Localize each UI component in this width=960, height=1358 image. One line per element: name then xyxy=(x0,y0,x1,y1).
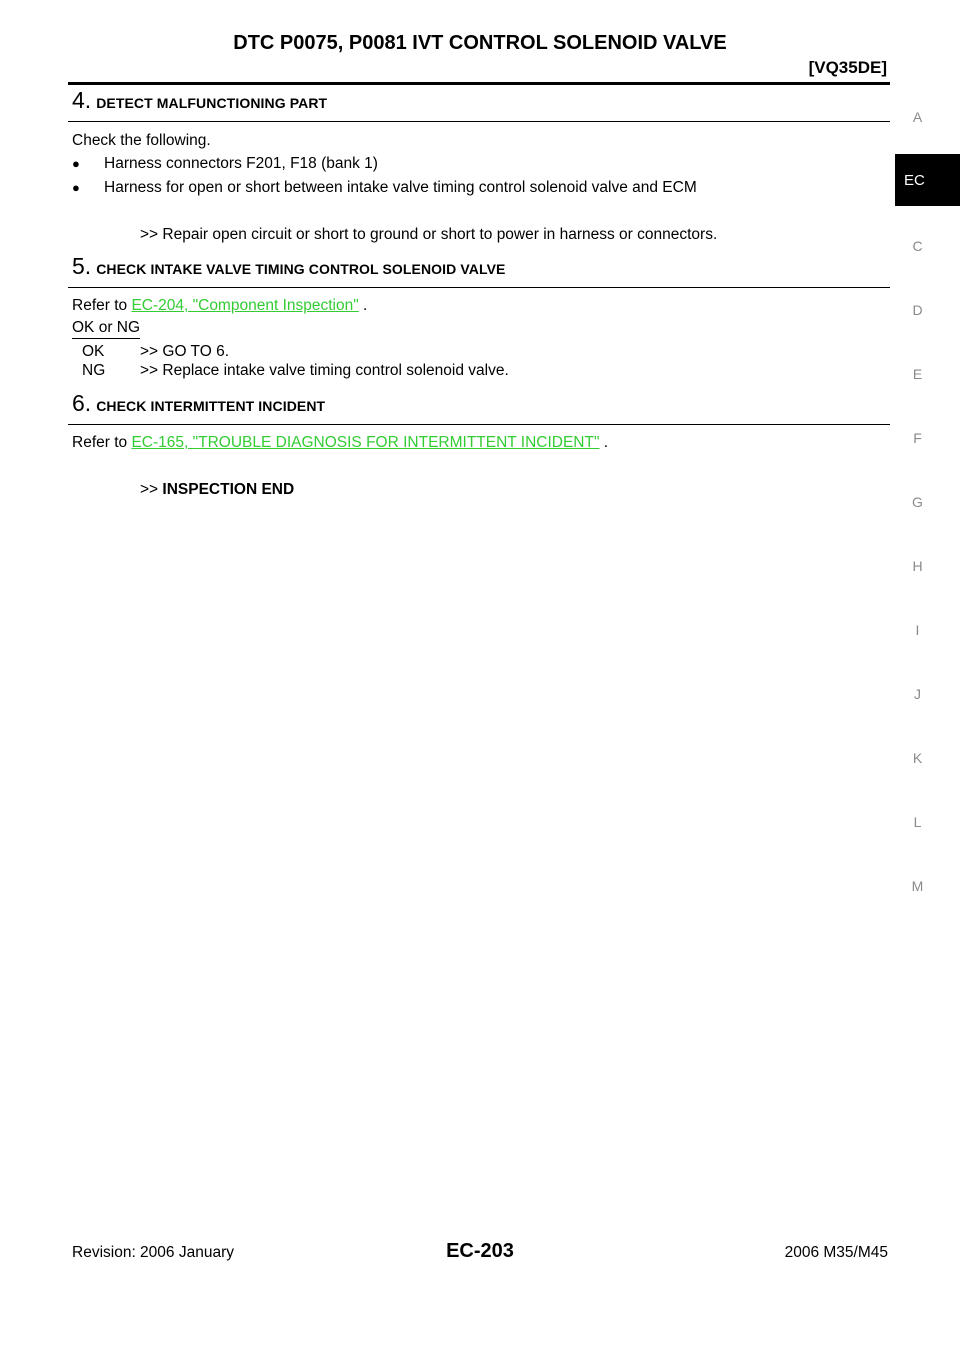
section-index-c[interactable]: C xyxy=(912,238,923,254)
ok-or-ng-label: OK or NG xyxy=(72,319,141,339)
bullet-icon: ● xyxy=(72,180,80,195)
section-index-l[interactable]: L xyxy=(913,814,922,830)
step-5-heading: 5.CHECK INTAKE VALVE TIMING CONTROL SOLE… xyxy=(72,253,505,280)
page-title: DTC P0075, P0081 IVT CONTROL SOLENOID VA… xyxy=(233,32,727,54)
step-4-intro: Check the following. xyxy=(72,132,211,149)
section-index-k[interactable]: K xyxy=(912,750,923,766)
component-inspection-link[interactable]: EC-204, "Component Inspection" xyxy=(131,297,359,314)
ng-label: NG xyxy=(82,362,106,379)
ok-action: >> GO TO 6. xyxy=(140,343,230,360)
section-index-a[interactable]: A xyxy=(912,109,923,125)
step-6-heading: 6.CHECK INTERMITTENT INCIDENT xyxy=(72,390,325,417)
step-title: CHECK INTAKE VALVE TIMING CONTROL SOLENO… xyxy=(96,261,506,277)
step-number: 6. xyxy=(72,390,92,416)
bullet-icon: ● xyxy=(72,156,80,171)
ok-label: OK xyxy=(82,343,105,360)
intermittent-incident-link[interactable]: EC-165, "TROUBLE DIAGNOSIS FOR INTERMITT… xyxy=(131,434,600,451)
inspection-end-label: INSPECTION END xyxy=(162,481,295,498)
list-item: ●Harness connectors F201, F18 (bank 1) xyxy=(72,155,378,172)
engine-code: [VQ35DE] xyxy=(808,58,887,77)
step-divider xyxy=(68,121,890,122)
step-6-result: >> INSPECTION END xyxy=(140,481,295,498)
step-title: CHECK INTERMITTENT INCIDENT xyxy=(96,398,326,414)
model-name: 2006 M35/M45 xyxy=(784,1244,888,1261)
section-index-ec-active[interactable]: EC xyxy=(895,154,960,206)
step-number: 4. xyxy=(72,87,92,113)
section-index-g[interactable]: G xyxy=(912,494,923,510)
step-4-result: >> Repair open circuit or short to groun… xyxy=(140,226,718,243)
section-index-i[interactable]: I xyxy=(915,622,920,638)
revision-date: Revision: 2006 January xyxy=(72,1244,234,1261)
section-index-f[interactable]: F xyxy=(913,430,922,446)
step-divider xyxy=(68,424,890,425)
ng-action: >> Replace intake valve timing control s… xyxy=(140,362,509,379)
step-divider xyxy=(68,287,890,288)
step-4-heading: 4.DETECT MALFUNCTIONING PART xyxy=(72,87,327,114)
section-index-d[interactable]: D xyxy=(912,302,923,318)
header-rule xyxy=(68,82,890,85)
step-5-refer: Refer to EC-204, "Component Inspection" … xyxy=(72,297,368,314)
section-index-e[interactable]: E xyxy=(912,366,923,382)
list-item: ●Harness for open or short between intak… xyxy=(72,179,697,196)
step-number: 5. xyxy=(72,253,92,279)
section-index-h[interactable]: H xyxy=(912,558,923,574)
page-number: EC-203 xyxy=(446,1240,514,1262)
step-6-refer: Refer to EC-165, "TROUBLE DIAGNOSIS FOR … xyxy=(72,434,609,451)
section-index-m[interactable]: M xyxy=(911,878,924,894)
step-title: DETECT MALFUNCTIONING PART xyxy=(96,95,328,111)
section-index-j[interactable]: J xyxy=(914,686,921,702)
